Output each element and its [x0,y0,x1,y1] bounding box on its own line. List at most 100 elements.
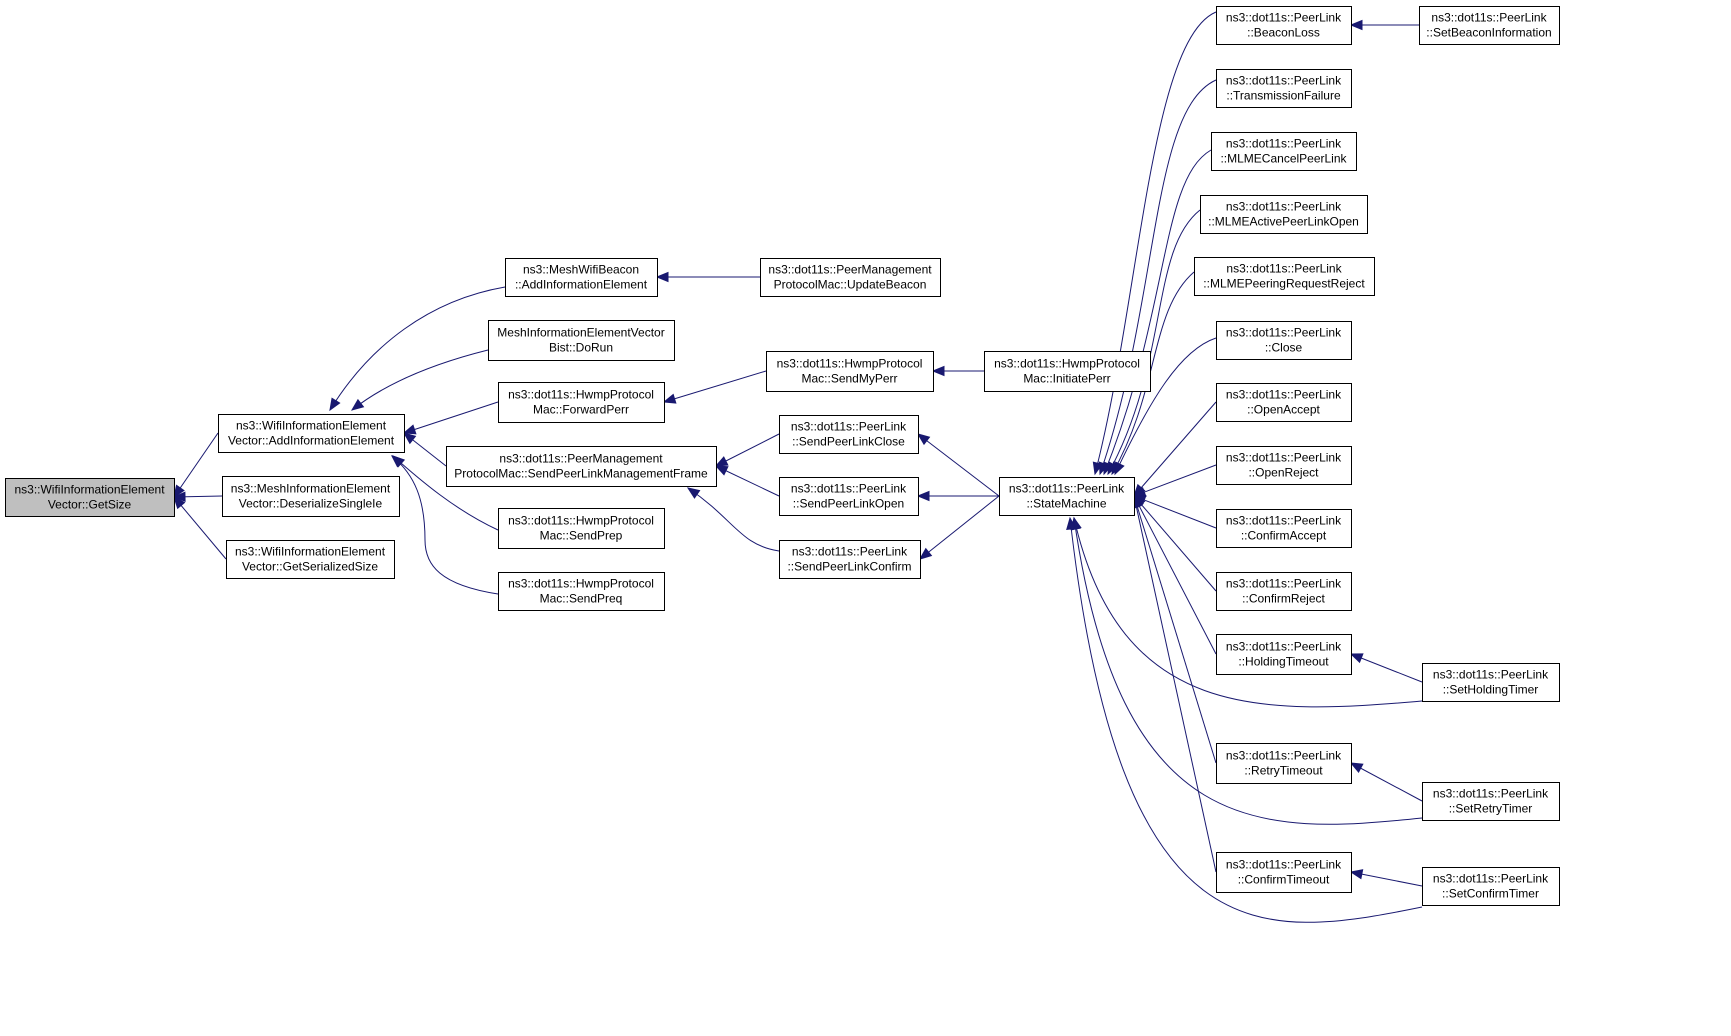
graph-node[interactable]: ns3::dot11s::PeerLink::HoldingTimeout [1216,634,1352,675]
edge-arrowhead [402,432,417,445]
graph-node[interactable]: ns3::dot11s::PeerLink::SetHoldingTimer [1422,663,1560,702]
graph-node[interactable]: ns3::dot11s::HwmpProtocolMac::ForwardPer… [498,382,665,423]
edge-n15-to-n11 [931,365,984,377]
node-box [222,476,400,517]
edge-arrowhead [390,455,405,468]
node-label-line: Vector::DeserializeSingleIe [239,497,383,511]
node-label-line: ::Close [1265,341,1303,355]
node-label-line: ns3::dot11s::HwmpProtocol [508,388,654,402]
edge-line [391,455,499,595]
edge-n33-to-n29 [1349,869,1423,887]
node-label-line: ns3::dot11s::PeerLink [1226,74,1342,88]
graph-node[interactable]: ns3::WifiInformationElementVector::GetSe… [226,540,395,579]
graph-node[interactable]: ns3::dot11s::PeerLink::StateMachine [999,477,1135,516]
edge-n26-to-n16 [1133,495,1217,592]
node-label-line: ns3::WifiInformationElement [14,483,165,497]
graph-node[interactable]: ns3::dot11s::PeerLink::OpenAccept [1216,383,1352,422]
edge-n1-to-n0 [173,432,219,499]
graph-node[interactable]: ns3::WifiInformationElementVector::GetSi… [5,478,175,517]
edge-line [1094,11,1217,475]
edge-n7-to-n1 [402,432,447,467]
edge-line [1133,495,1217,592]
graph-node[interactable]: ns3::dot11s::PeerLink::BeaconLoss [1216,6,1352,45]
edge-arrowhead [173,484,185,499]
node-label-line: ::SendPeerLinkClose [792,435,905,449]
node-label-line: ::SetRetryTimer [1449,802,1533,816]
node-box [488,320,675,361]
edge-line [1133,401,1217,497]
node-label-line: ns3::dot11s::PeerLink [1226,137,1342,151]
edge-line [715,433,780,467]
node-label-line: ns3::dot11s::PeerLink [1226,451,1342,465]
node-label-line: ::SetHoldingTimer [1443,683,1539,697]
graph-node[interactable]: ns3::dot11s::PeerLink::MLMECancelPeerLin… [1211,132,1357,171]
edge-line [1350,871,1423,887]
edge-n6-to-n1 [402,401,499,435]
graph-node[interactable]: ns3::dot11s::PeerLink::OpenReject [1216,446,1352,485]
node-label-line: ns3::dot11s::PeerLink [1226,326,1342,340]
edge-line [687,487,780,552]
graph-node[interactable]: ns3::dot11s::PeerLink::SendPeerLinkOpen [779,477,919,516]
node-label-line: ::StateMachine [1026,497,1106,511]
graph-node[interactable]: ns3::dot11s::PeerLink::SendPeerLinkConfi… [779,540,921,579]
edge-line [1350,653,1423,683]
graph-node[interactable]: ns3::WifiInformationElementVector::AddIn… [218,414,405,453]
node-label-line: ::ConfirmAccept [1241,529,1327,543]
graph-node[interactable]: ns3::dot11s::PeerManagementProtocolMac::… [446,446,717,487]
node-label-line: ns3::dot11s::HwmpProtocol [508,577,654,591]
node-label-line: ns3::dot11s::HwmpProtocol [508,514,654,528]
root-node-box [5,478,175,517]
edge-arrowhead [916,490,930,502]
graph-node[interactable]: ns3::MeshInformationElementVector::Deser… [222,476,400,517]
node-label-line: ns3::dot11s::PeerManagement [499,452,663,466]
edge-arrowhead [1349,762,1364,774]
node-label-line: Mac::SendPreq [540,592,623,606]
node-label-line: ::HoldingTimeout [1238,655,1329,669]
graph-node[interactable]: ns3::dot11s::PeerLink::ConfirmAccept [1216,509,1352,548]
edge-n12-to-n7 [714,433,780,467]
graph-node[interactable]: ns3::dot11s::PeerLink::SetRetryTimer [1422,782,1560,821]
node-label-line: ::SendPeerLinkConfirm [787,560,911,574]
node-label-line: Bist::DoRun [549,341,613,355]
edge-n16-to-n12 [916,433,1000,497]
edge-line [1133,495,1217,873]
graph-node[interactable]: ns3::MeshWifiBeacon::AddInformationEleme… [505,258,658,297]
graph-node[interactable]: ns3::dot11s::PeerLink::RetryTimeout [1216,743,1352,784]
graph-node[interactable]: ns3::dot11s::PeerLink::MLMEActivePeerLin… [1200,195,1368,234]
node-label-line: ::MLMECancelPeerLink [1220,152,1347,166]
graph-node[interactable]: ns3::dot11s::PeerLink::SendPeerLinkClose [779,415,919,454]
graph-node[interactable]: ns3::dot11s::PeerManagementProtocolMac::… [760,258,941,297]
graph-node[interactable]: ns3::dot11s::HwmpProtocolMac::InitiatePe… [984,351,1151,392]
graph-node[interactable]: ns3::dot11s::PeerLink::ConfirmReject [1216,572,1352,611]
graph-node[interactable]: ns3::dot11s::PeerLink::ConfirmTimeout [1216,852,1352,893]
edge-line [1099,79,1217,475]
graph-node[interactable]: ns3::dot11s::PeerLink::MLMEPeeringReques… [1194,257,1375,296]
edge-arrowhead [655,271,669,283]
node-box [1216,852,1352,893]
node-box [760,258,941,297]
edge-line [1103,149,1212,475]
edge-n10-to-n4 [655,271,760,283]
edge-line [663,370,767,403]
node-label-line: ns3::dot11s::PeerLink [791,420,907,434]
graph-node[interactable]: ns3::dot11s::PeerLink::SetBeaconInformat… [1419,6,1560,45]
node-label-line: ns3::dot11s::PeerLink [1226,577,1342,591]
edge-n11-to-n6 [662,370,767,404]
graph-node[interactable]: ns3::dot11s::PeerLink::SetConfirmTimer [1422,867,1560,906]
edge-arrowhead [714,456,729,467]
edge-line [1133,464,1217,497]
node-label-line: ::TransmissionFailure [1226,89,1341,103]
edge-n2-to-n0 [172,491,223,503]
graph-node[interactable]: ns3::dot11s::PeerLink::Close [1216,321,1352,360]
node-label-line: Mac::SendMyPerr [801,372,897,386]
node-label-line: MeshInformationElementVector [497,326,664,340]
edge-line [715,465,780,497]
graph-node[interactable]: ns3::dot11s::PeerLink::TransmissionFailu… [1216,69,1352,108]
node-label-line: ::SetConfirmTimer [1442,887,1539,901]
node-box [1216,572,1352,611]
